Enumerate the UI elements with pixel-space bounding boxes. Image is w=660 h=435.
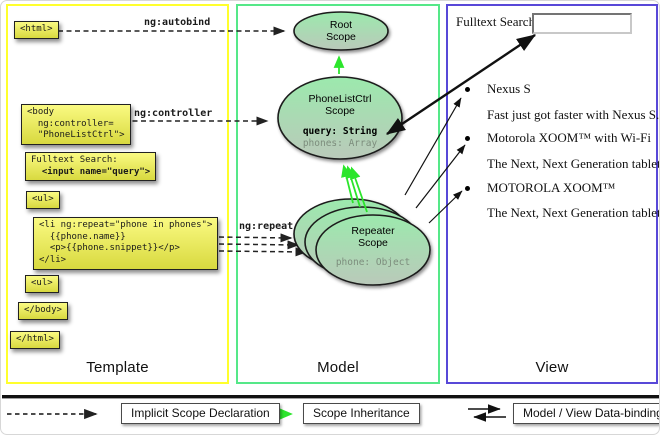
legend-separator bbox=[2, 395, 659, 399]
legend-double-arrow bbox=[468, 404, 506, 422]
label-ng-repeat: ng:repeat bbox=[239, 221, 294, 232]
code-html-open: <html> bbox=[14, 21, 59, 39]
view-item-desc: The Next, Next Generation tablet. bbox=[487, 156, 660, 171]
code-html-close: </html> bbox=[10, 331, 60, 349]
view-item-title: Motorola XOOM™ with Wi-Fi bbox=[487, 130, 652, 145]
search-input[interactable] bbox=[532, 13, 632, 34]
view-item-title: MOTOROLA XOOM™ bbox=[487, 180, 616, 195]
label-ng-controller: ng:controller bbox=[134, 108, 213, 119]
code-li-repeat: <li ng:repeat="phone in phones"> {{phone… bbox=[33, 217, 219, 270]
phonelistctrl-prop-phones: phones: Array bbox=[302, 138, 378, 149]
model-column-label: Model bbox=[317, 359, 359, 376]
view-item-title: Nexus S bbox=[487, 81, 531, 96]
bullet-icon bbox=[465, 87, 470, 92]
view-item-desc: Fast just got faster with Nexus S. bbox=[487, 107, 660, 122]
phonelistctrl-prop-query: query: String bbox=[302, 126, 378, 137]
bullet-icon bbox=[465, 136, 470, 141]
view-column-label: View bbox=[535, 359, 569, 376]
code-body-close: </body> bbox=[18, 302, 68, 320]
label-ng-autobind: ng:autobind bbox=[144, 17, 211, 28]
legend-scope-inheritance: Scope Inheritance bbox=[303, 403, 420, 424]
code-ul-close: <ul> bbox=[25, 275, 59, 293]
bullet-icon bbox=[465, 186, 470, 191]
code-fulltext-input: Fulltext Search: <input name="query"> bbox=[25, 152, 157, 182]
legend-model-view-data-binding: Model / View Data-binding bbox=[513, 403, 659, 424]
view-search-label: Fulltext Search: bbox=[456, 14, 539, 29]
view-item-desc: The Next, Next Generation tablet. bbox=[487, 205, 660, 220]
template-column: Template bbox=[6, 4, 229, 384]
legend-implicit-scope-declaration: Implicit Scope Declaration bbox=[121, 403, 280, 424]
code-ul-open: <ul> bbox=[26, 191, 60, 209]
template-column-label: Template bbox=[86, 359, 149, 376]
model-column: Model bbox=[236, 4, 440, 384]
code-body-open: <body ng:controller= "PhoneListCtrl"> bbox=[21, 104, 131, 146]
repeater-prop-phone: phone: Object bbox=[335, 257, 411, 268]
